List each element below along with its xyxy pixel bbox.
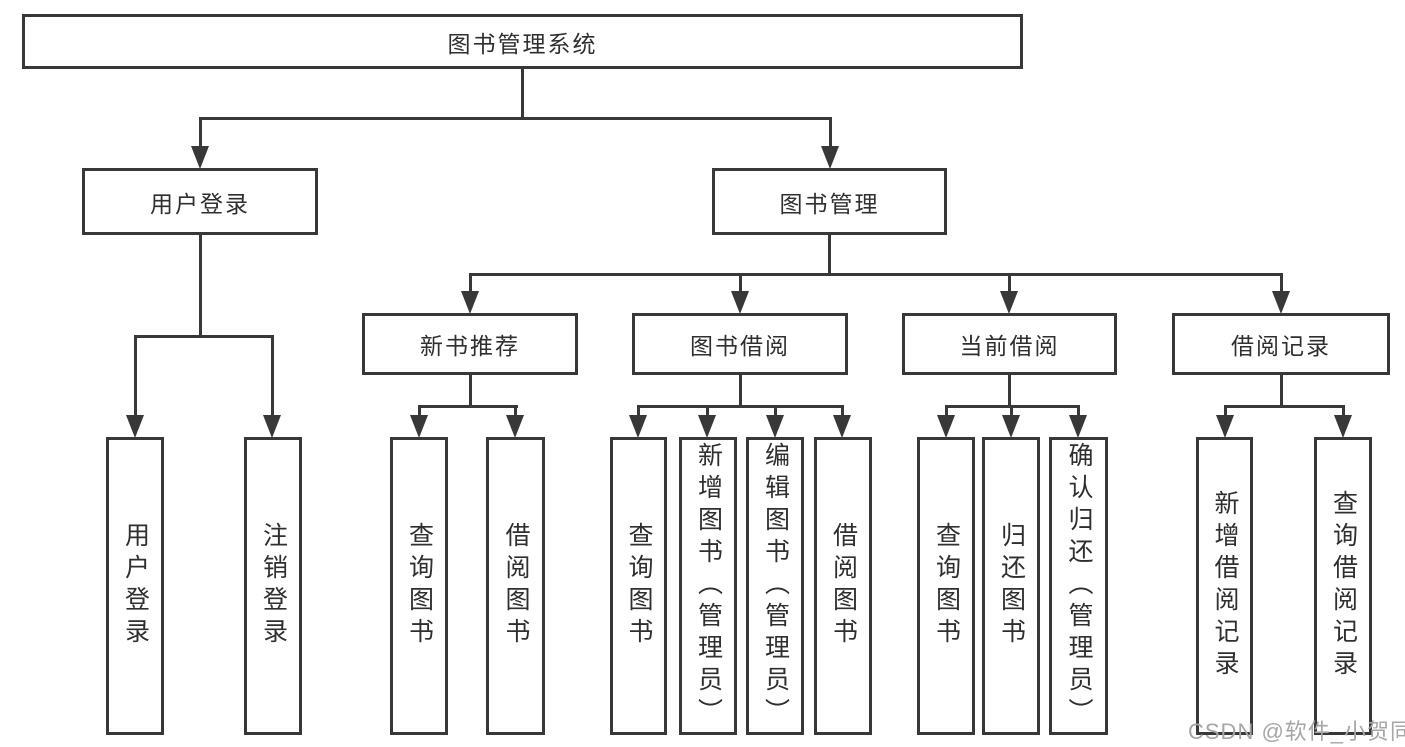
edge-user-login-stem [199,233,202,337]
leaf-add-books-admin: 新增图书（管理员） [679,437,737,735]
edge-leaf [706,405,709,418]
arrowhead-down-icon [506,415,524,438]
edge-to-new-book-recommend [469,273,472,293]
leaf-query-borrow-record: 查询借阅记录 [1314,437,1372,735]
edge-to-borrow-records [1280,273,1283,293]
leaf-logout: 注销登录 [244,437,302,735]
arrowhead-down-icon [937,415,955,438]
edge-new-book-recommend-bar [418,405,518,408]
arrowhead-down-icon [1334,415,1352,438]
leaf-query-books-borrow: 查询图书 [610,437,667,735]
edge-leaf [418,405,421,418]
leaf-borrow-books: 借阅图书 [814,437,872,735]
leaf-return-books: 归还图书 [982,437,1040,735]
leaf-query-books-current: 查询图书 [917,437,975,735]
edge-borrow-records-stem [1280,373,1283,408]
edge-book-management-bar [469,273,1283,276]
arrowhead-down-icon [126,415,144,438]
arrowhead-down-icon [821,146,839,169]
edge-root-stem [521,69,524,118]
edge-leaf [1224,405,1227,418]
edge-book-management-stem [828,233,831,275]
node-root: 图书管理系统 [22,14,1023,69]
edge-to-current-borrow [1008,273,1011,293]
leaf-user-login: 用户登录 [106,437,164,735]
arrowhead-down-icon [1216,415,1234,438]
edge-leaf [1010,405,1013,418]
edge-leaf [945,405,948,418]
arrowhead-down-icon [766,415,784,438]
edge-leaf [841,405,844,418]
node-borrow-records: 借阅记录 [1172,313,1390,375]
edge-book-borrow-bar [637,405,844,408]
arrowhead-down-icon [731,291,749,314]
edge-leaf [774,405,777,418]
arrowhead-down-icon [461,291,479,314]
arrowhead-down-icon [1002,415,1020,438]
edge-to-book-management [829,117,832,148]
watermark: CSDN @软件_小贺同学 [1188,719,1405,744]
edge-leaf [514,405,517,418]
arrowhead-down-icon [1069,415,1087,438]
arrowhead-down-icon [833,415,851,438]
edge-to-leaf-logout [271,335,274,417]
edge-to-user-login [199,117,202,148]
node-user-login: 用户登录 [82,168,318,235]
arrowhead-down-icon [629,415,647,438]
arrowhead-down-icon [263,415,281,438]
node-current-borrow: 当前借阅 [902,313,1117,375]
edge-to-book-borrow [739,273,742,293]
edge-current-borrow-stem [1008,373,1011,408]
leaf-borrow-books-recommend: 借阅图书 [486,437,545,735]
edge-leaf [637,405,640,418]
edge-leaf [1342,405,1345,418]
arrowhead-down-icon [698,415,716,438]
leaf-query-books-recommend: 查询图书 [390,437,448,735]
node-new-book-recommend: 新书推荐 [362,313,578,375]
edge-book-borrow-stem [739,373,742,408]
edge-new-book-recommend-stem [469,373,472,408]
edge-to-leaf-user-login [134,335,137,417]
leaf-confirm-return-admin: 确认归还（管理员） [1049,437,1108,735]
edge-root-bar [199,117,832,120]
leaf-edit-books-admin: 编辑图书（管理员） [746,437,804,735]
node-book-management: 图书管理 [712,168,947,235]
arrowhead-down-icon [191,146,209,169]
arrowhead-down-icon [1272,291,1290,314]
arrowhead-down-icon [1000,291,1018,314]
edge-leaf [1077,405,1080,418]
edge-user-login-bar [134,335,274,338]
node-book-borrow: 图书借阅 [632,313,848,375]
arrowhead-down-icon [410,415,428,438]
leaf-add-borrow-record: 新增借阅记录 [1196,437,1253,735]
edge-borrow-records-bar [1224,405,1344,408]
